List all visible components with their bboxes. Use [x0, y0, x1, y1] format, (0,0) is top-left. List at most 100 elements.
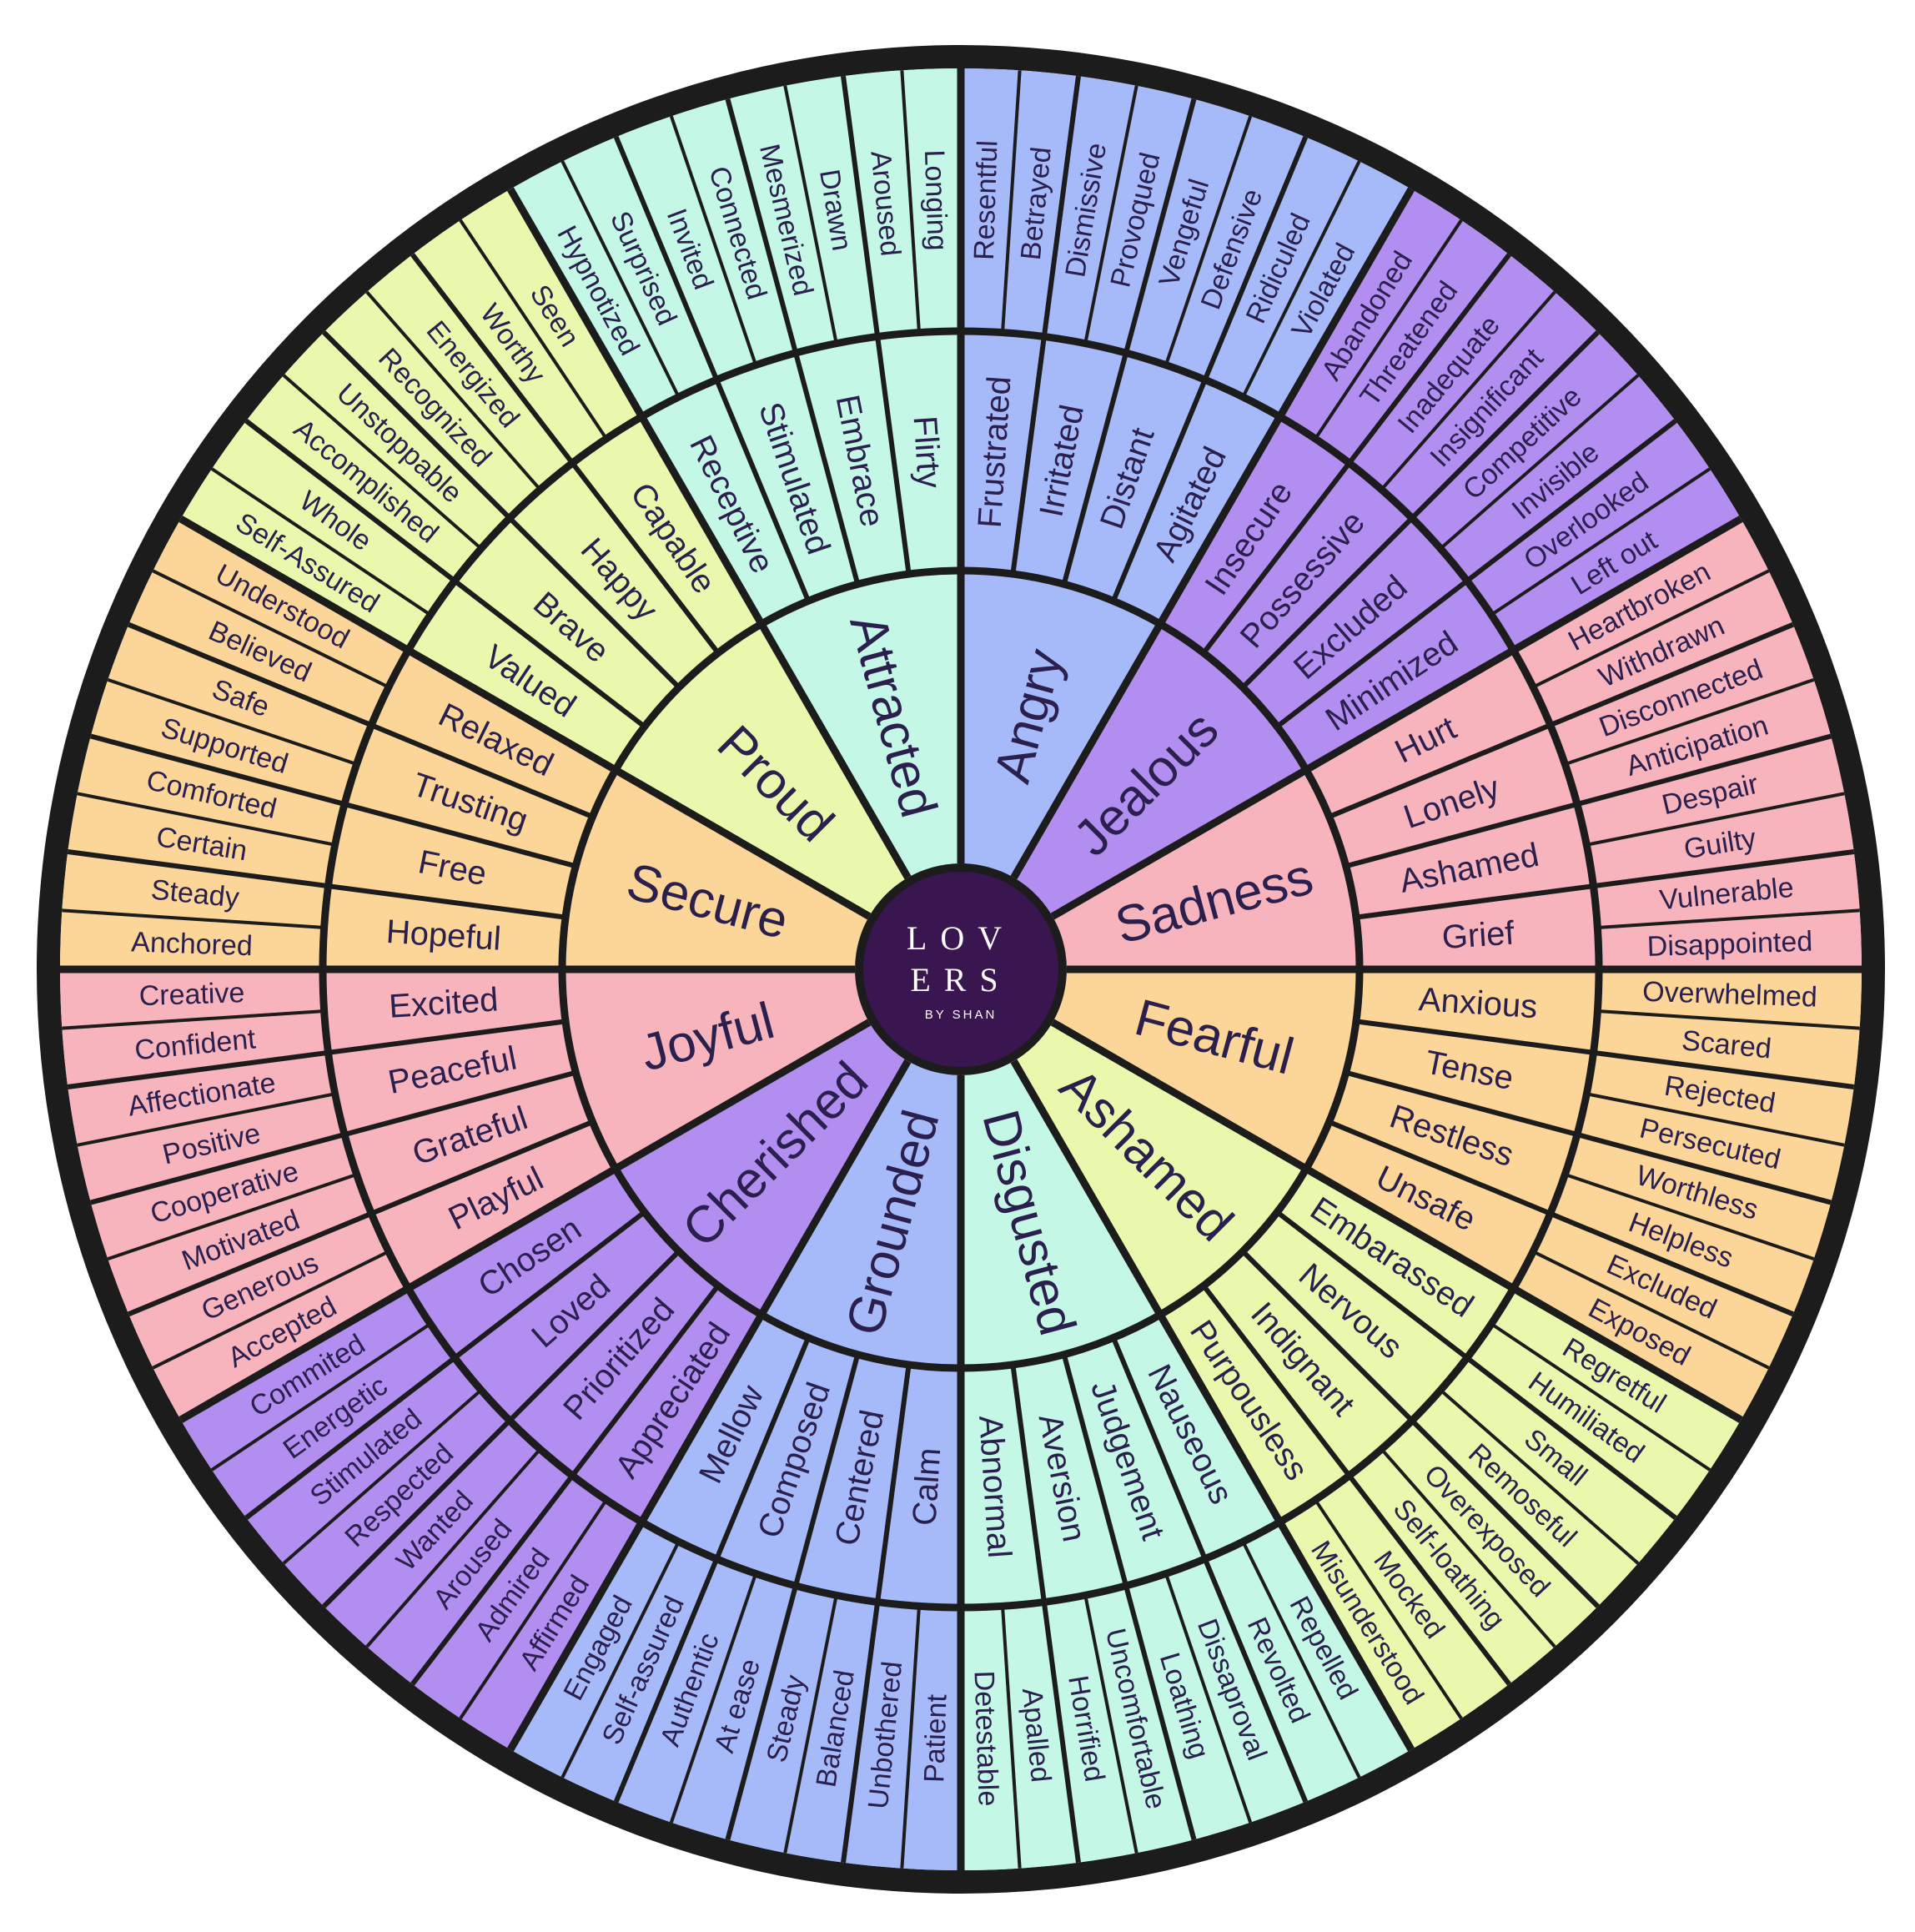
outer-sector-withdrawn [1533, 571, 1793, 726]
wheel-dividers [60, 68, 1862, 1870]
outer-sector-overwhelmed [1597, 969, 1862, 1029]
segment-divider [178, 516, 872, 920]
outer-sector-rejected [1586, 1052, 1854, 1145]
outer-sector-inadequate [1349, 254, 1556, 490]
mid-divider [1240, 1249, 1600, 1608]
core-sector-ashamed [1013, 1022, 1306, 1315]
outer-divider [210, 1322, 432, 1472]
mid-sector-peaceful [328, 1021, 576, 1135]
core-sector-proud [616, 624, 908, 917]
mid-divider [1061, 98, 1197, 586]
mid-sector-agitated [1113, 380, 1280, 625]
outer-divider [152, 1250, 390, 1370]
segment-divider [507, 187, 912, 880]
mid-divider [1355, 849, 1855, 920]
outer-sector-certain [68, 793, 335, 887]
mid-sector-anxious [1355, 969, 1599, 1053]
outer-sector-energetic [212, 1324, 455, 1518]
mid-divider [410, 253, 721, 655]
outer-divider [1597, 1009, 1860, 1030]
outer-sector-supported [90, 679, 357, 805]
outer-sector-surprised [562, 137, 717, 397]
outer-sector-accepted [153, 1251, 409, 1420]
outer-divider [1001, 1606, 1022, 1869]
outer-sector-anticipation [1565, 679, 1832, 805]
mid-divider [128, 1119, 594, 1317]
outer-sector-hypnotized [510, 161, 679, 417]
mid-divider [1275, 1210, 1677, 1520]
core-sector-angry [961, 571, 1160, 878]
outer-label-overwhelmed: Overwhelmed [1642, 976, 1818, 1014]
mid-sector-judgement [1063, 1337, 1205, 1586]
outer-sector-humiliated [1466, 1324, 1710, 1518]
core-sector-cherished [616, 1022, 908, 1315]
outer-divider [1490, 1322, 1711, 1472]
outer-divider [459, 219, 608, 440]
mid-sector-lonely [1329, 725, 1577, 867]
outer-divider [1001, 70, 1022, 333]
outer-sector-loathing [1125, 1573, 1251, 1840]
mid-sector-unsafe [1305, 1121, 1551, 1289]
core-sector-sadness [1052, 770, 1360, 969]
segment-divider [1050, 1019, 1743, 1423]
mid-sector-abnormal [961, 1364, 1044, 1607]
outer-sector-aroused [843, 70, 919, 337]
outer-sector-steady [727, 1585, 837, 1854]
mid-divider [613, 136, 811, 602]
outer-sector-anchored [60, 910, 324, 969]
mid-sector-calm [877, 1364, 961, 1607]
outer-sector-unbothered [843, 1602, 919, 1869]
outer-sector-vengeful [1125, 98, 1251, 365]
mid-label-hopeful: Hopeful [385, 913, 502, 958]
mid-sector-embarassed [1277, 1169, 1514, 1358]
outer-sector-repelled [1243, 1522, 1411, 1778]
mid-sector-chosen [408, 1169, 645, 1358]
outer-sector-aroused [366, 1449, 573, 1684]
mid-divider [1345, 1069, 1832, 1205]
mid-sector-minimized [1277, 581, 1514, 770]
mid-divider [1111, 1336, 1309, 1803]
core-sector-grounded [761, 1060, 961, 1368]
outer-sector-admired [412, 1475, 606, 1718]
mid-sector-excluded [1242, 518, 1467, 727]
outer-sector-betrayed [1003, 70, 1078, 337]
mid-sector-purpousless [1160, 1285, 1350, 1522]
outer-sector-ridiculed [1204, 137, 1360, 397]
outer-divider [1314, 1498, 1463, 1720]
mid-sector-embrace [796, 336, 909, 585]
mid-sector-flirty [877, 331, 961, 575]
outer-sector-uncomfortable [1085, 1585, 1194, 1854]
core-sector-disgusted [961, 1060, 1160, 1368]
outer-divider [1241, 1541, 1361, 1779]
outer-sector-generous [128, 1213, 389, 1368]
outer-divider [77, 792, 336, 847]
outer-sector-safe [108, 624, 372, 765]
outer-sector-competitive [1411, 332, 1638, 549]
outer-divider [1597, 908, 1860, 929]
outer-sector-wanted [324, 1420, 540, 1647]
outer-sector-self-assured [562, 1542, 717, 1802]
mid-divider [67, 849, 566, 920]
outer-divider [1490, 467, 1711, 616]
mid-sector-distant [1063, 353, 1205, 601]
outer-sector-left-out [1491, 468, 1742, 651]
mid-divider [1275, 419, 1677, 729]
mid-divider [1111, 136, 1309, 602]
outer-sector-understood [153, 519, 409, 687]
mid-sector-trusting [344, 725, 593, 867]
outer-divider [1314, 219, 1463, 440]
outer-sector-detestable [961, 1606, 1020, 1870]
outer-sector-provoqued [1085, 85, 1194, 354]
outer-divider [669, 1572, 757, 1824]
outer-divider [783, 1594, 838, 1854]
outer-sector-defensive [1165, 116, 1306, 380]
outer-sector-at-ease [671, 1573, 797, 1840]
outer-sector-positive [77, 1094, 345, 1203]
outer-divider [1380, 1447, 1556, 1648]
outer-divider [1241, 160, 1361, 398]
outer-sector-persecuted [1576, 1094, 1845, 1203]
mid-sector-free [328, 804, 576, 918]
outer-sector-revolted [1204, 1542, 1360, 1802]
mid-sector-indignant [1203, 1250, 1412, 1476]
mid-sector-appreciated [572, 1285, 761, 1522]
